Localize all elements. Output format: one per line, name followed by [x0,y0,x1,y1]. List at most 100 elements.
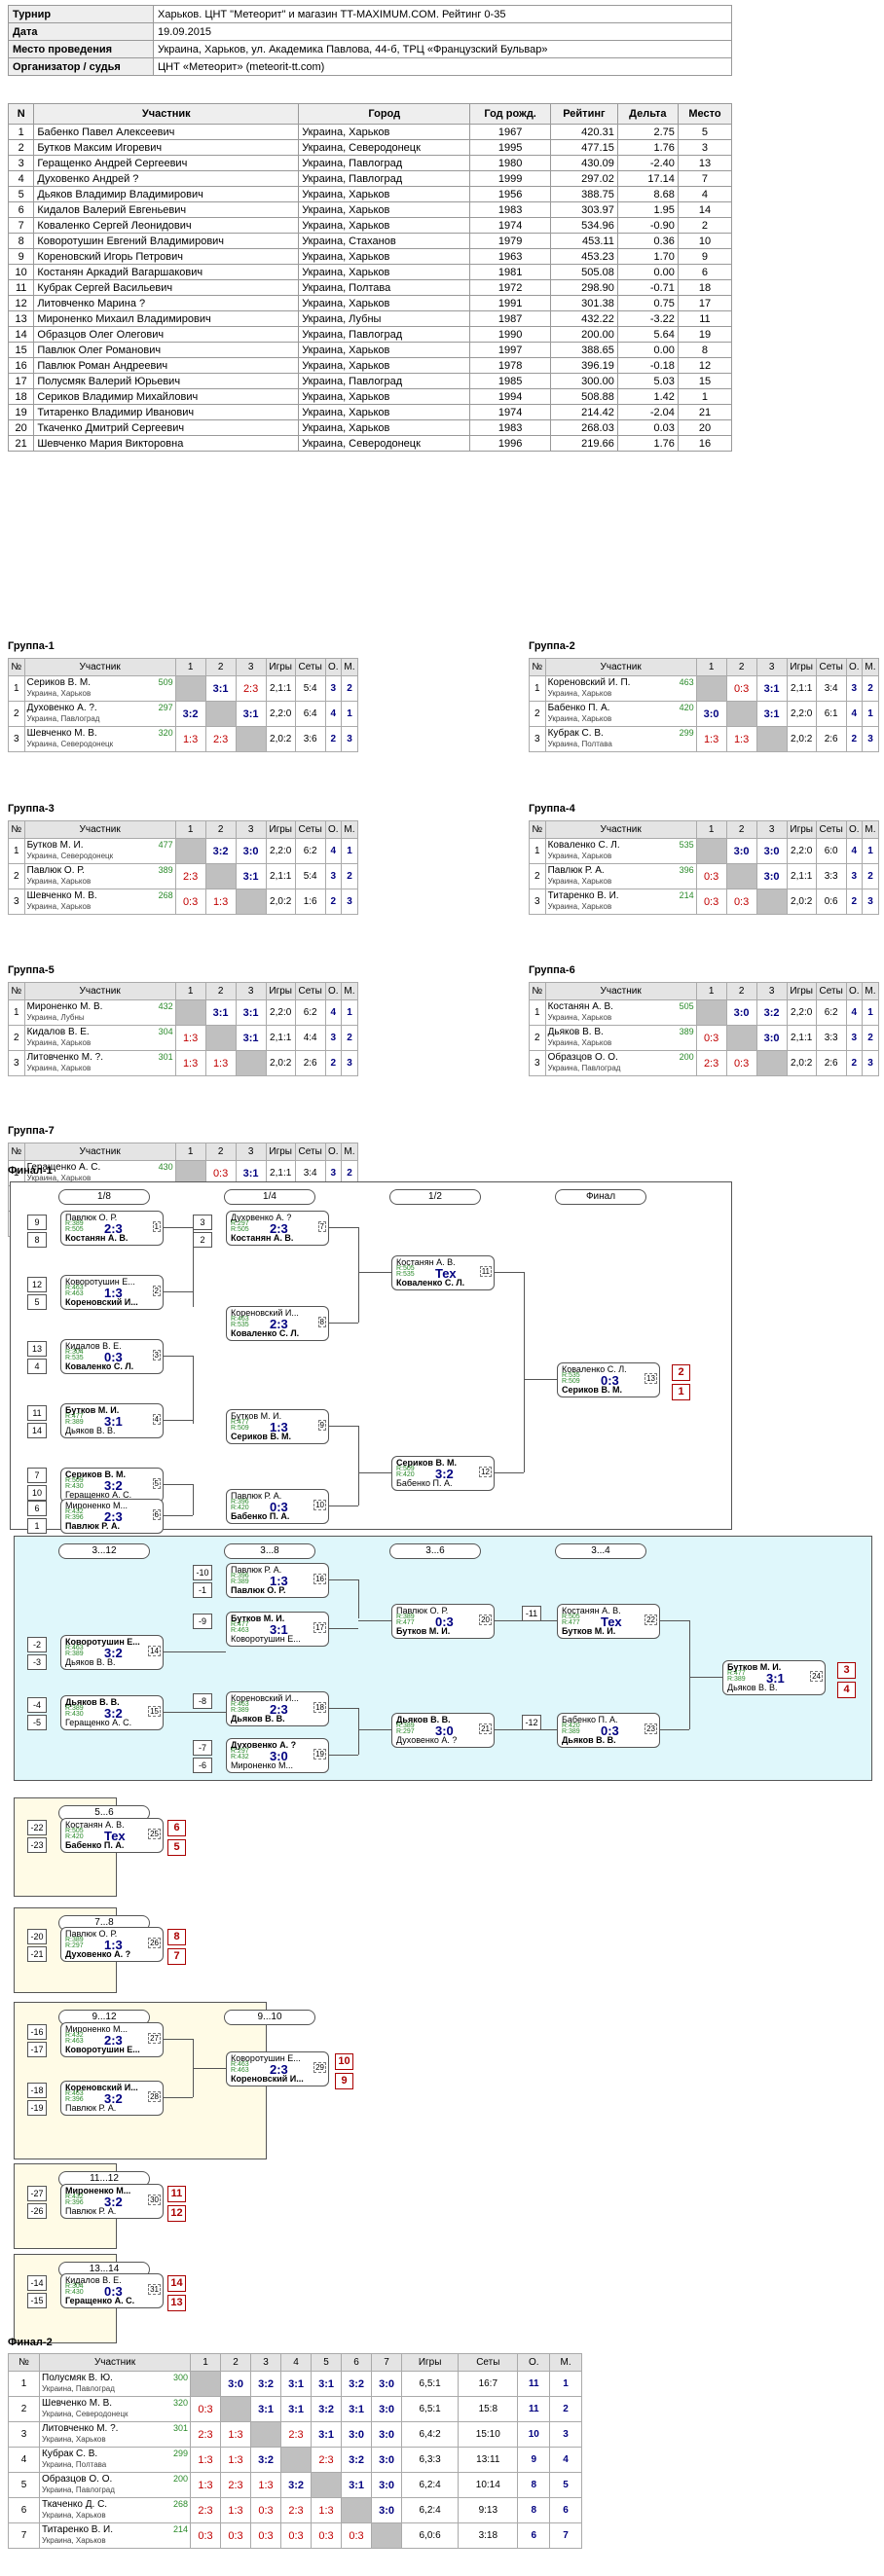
stage-label: 9...10 [224,2010,315,2025]
rating-1: R:505 [562,1614,580,1620]
final2-header: № [7,2353,41,2372]
player-cell: Коворотушин Евгений Владимирович [33,233,300,249]
rating-1: R:389 [396,1723,415,1729]
player-cell: 1974 [469,217,551,234]
match-score: 3:2 [104,1706,123,1721]
score-cell: 3:0 [755,838,788,864]
rating: 430 [158,1162,173,1172]
final-place-box: 13 [167,2295,186,2311]
rating-1: R:509 [65,1477,84,1484]
rating-2: R:463 [65,2038,84,2045]
player-cell: 420.31 [549,124,618,140]
player-cell: Украина, Полтава [298,279,471,296]
seed-box: -12 [522,1715,541,1730]
match-number: 23 [645,1723,657,1734]
place: 2 [861,863,880,889]
match-score: 2:3 [270,1221,288,1236]
points: 3 [845,863,863,889]
final2-header: Игры [401,2353,460,2372]
player-cell: 0.00 [616,342,679,358]
player-cell: Кидалов Валерий Евгеньевич [33,201,300,218]
group-header: 2 [204,820,237,839]
participant-city: Украина, Полтава [547,740,612,748]
participant-name: Шевченко М. В. [42,2398,113,2409]
seed-box: -1 [193,1582,212,1598]
match-number: 14 [148,1646,161,1656]
participant-name: Кубрак С. В. [42,2449,98,2459]
match-number: 1 [152,1221,161,1232]
final-place-box: 10 [335,2053,353,2070]
match-number: 27 [148,2033,161,2044]
match-player-1: Кидалов В. Е. [65,1341,122,1351]
rating-1: R:463 [65,1645,84,1651]
score-cell: 2:3 [235,675,267,702]
match-player-1: Коворотушин Е... [231,2053,301,2063]
player-cell: -3.22 [616,310,679,327]
match-number: 19 [313,1749,326,1760]
score-cell [755,726,788,752]
match-score: 3:1 [766,1671,785,1686]
bracket-connector [524,1379,557,1380]
match-player-1: Павлюк О. Р. [65,1929,118,1939]
match-number: 25 [148,1829,161,1839]
score-cell: 3:2 [311,2396,343,2422]
player-cell: 12 [677,357,733,374]
rating-2: R:430 [65,1483,84,1490]
match-player-1: Коворотушин Е... [65,1277,135,1287]
score-cell: 3:1 [341,2472,373,2498]
final-place-box: 5 [167,1839,186,1856]
sets: 6:2 [815,999,847,1026]
group-header: 2 [204,658,237,676]
players-header: Рейтинг [549,103,618,125]
score-cell: 3:1 [755,675,788,702]
score-cell [695,838,727,864]
player-cell: 4 [7,170,35,187]
score-cell: 3:2 [341,2447,373,2473]
rating: 200 [679,1052,694,1062]
rating-2: R:389 [231,1578,249,1585]
match-score: 3:2 [104,2091,123,2106]
seed-box: 3 [193,1215,212,1230]
match-player-2: Коворотушин Е... [231,1634,301,1644]
seed-box: 8 [27,1232,47,1248]
group-header: Игры [786,982,817,1000]
bracket-connector [164,1420,193,1421]
seed-box: -15 [27,2293,47,2308]
score-cell: 0:3 [695,889,727,915]
match-player-2: Геращенко А. С. [65,2296,135,2305]
score-cell: 3:1 [235,999,267,1026]
players-header: Участник [33,103,300,125]
bracket-connector [193,1356,194,1424]
match-number: 30 [148,2195,161,2205]
group-header: Игры [265,820,296,839]
player-cell: 21 [677,404,733,420]
player-cell: 303.97 [549,201,618,218]
players-header: N [7,103,35,125]
group-header: Игры [786,820,817,839]
points: 11 [517,2371,551,2397]
seed-box: -22 [27,1820,47,1835]
match-number: 8 [317,1317,326,1327]
rating-2: R:420 [396,1471,415,1478]
info-key: Место проведения [8,40,154,58]
seed-box: -3 [27,1654,47,1670]
player-cell: 17 [7,373,35,389]
games: 2,0:2 [265,1050,296,1076]
player-cell: 7 [7,217,35,234]
rating-2: R:430 [65,1711,84,1718]
